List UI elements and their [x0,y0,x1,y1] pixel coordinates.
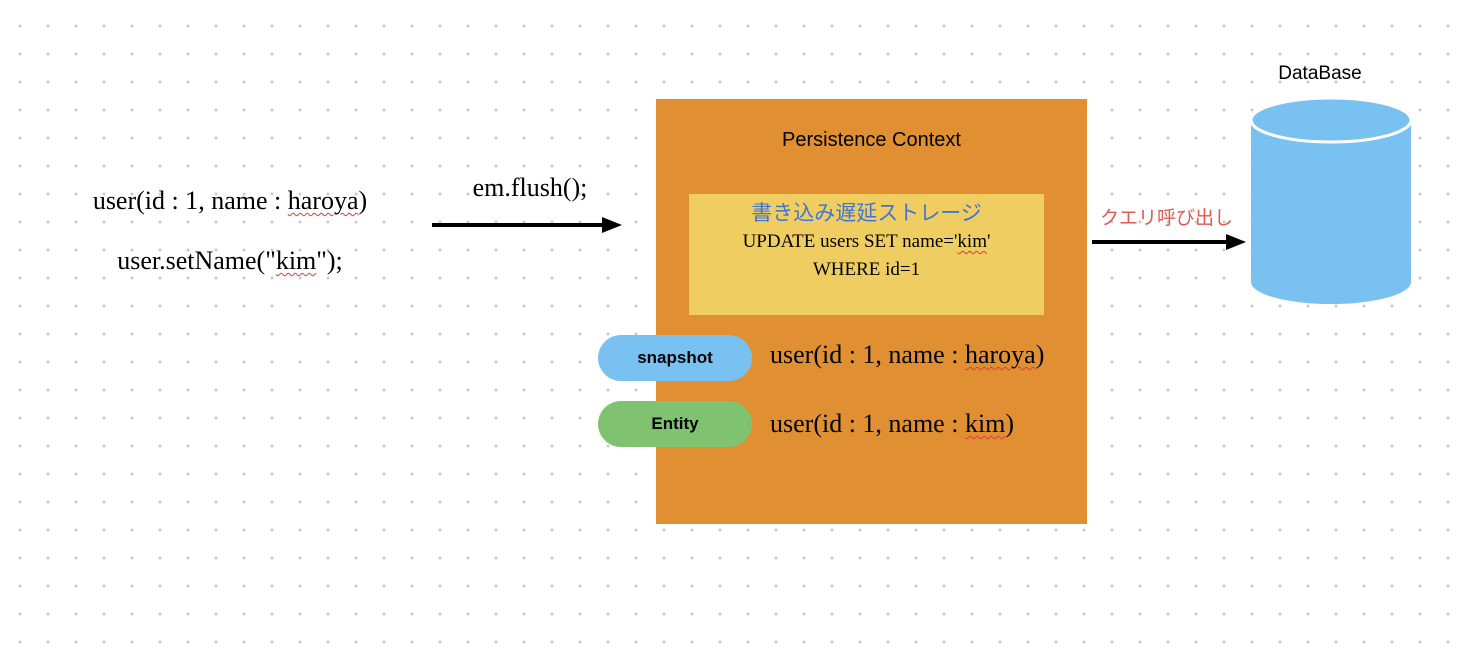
persistence-context-title: Persistence Context [782,129,961,151]
entity-badge: Entity [598,401,752,447]
update-sql-line-1: UPDATE users SET name='kim' [689,231,1044,253]
code-user-initial-name: haroya [287,186,359,215]
database-label: DataBase [1278,63,1362,84]
entity-value-suffix: ) [1005,409,1015,438]
update-sql-suffix: ' [986,231,991,252]
flush-arrow [432,217,622,233]
update-sql-value: kim [957,231,987,252]
write-behind-storage-box [689,194,1044,315]
write-behind-storage-title: 書き込み遅延ストレージ [751,201,982,225]
database-cylinder-icon [1250,96,1412,304]
query-arrow [1092,234,1246,250]
snapshot-value-suffix: ) [1035,340,1045,369]
code-user-initial-prefix: user(id : 1, name : [92,186,288,215]
update-sql-prefix: UPDATE users SET name=' [742,231,958,252]
code-set-name: user.setName("kim"); [40,246,420,276]
code-set-name-prefix: user.setName(" [117,246,276,275]
snapshot-value: user(id : 1, name : haroya) [770,340,1044,370]
query-call-label: クエリ呼び出し [1100,207,1234,229]
entity-value: user(id : 1, name : kim) [770,409,1014,439]
code-set-name-value: kim [275,246,317,275]
flush-call-label: em.flush(); [472,173,588,202]
snapshot-value-name: haroya [964,340,1036,369]
update-sql-line-2: WHERE id=1 [812,259,921,280]
code-user-initial-suffix: ) [358,186,368,215]
code-set-name-suffix: "); [316,246,343,275]
snapshot-badge: snapshot [598,335,752,381]
snapshot-value-prefix: user(id : 1, name : [770,340,965,369]
entity-value-name: kim [964,409,1006,438]
entity-value-prefix: user(id : 1, name : [770,409,965,438]
code-user-initial: user(id : 1, name : haroya) [40,186,420,216]
